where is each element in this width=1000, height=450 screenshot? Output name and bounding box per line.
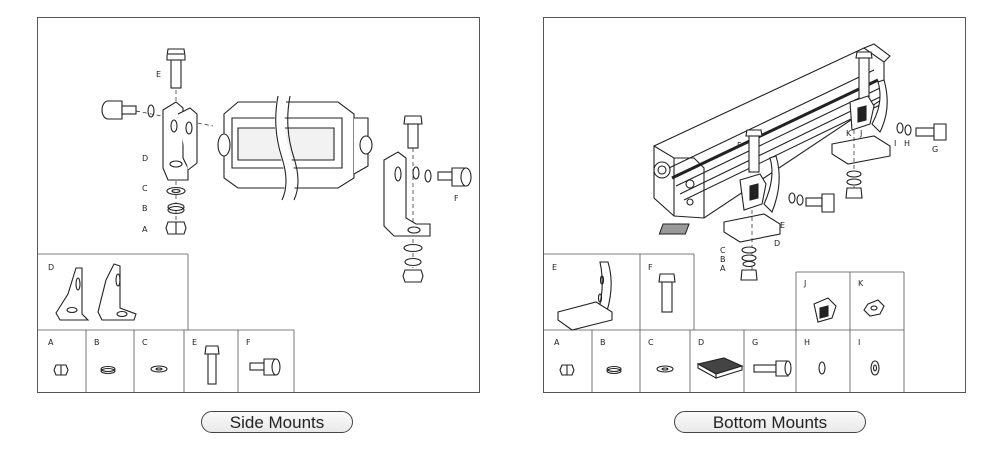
legend-label-j: J	[803, 279, 806, 288]
legend-label-e: E	[192, 338, 197, 347]
bottom-mounts-caption[interactable]: Bottom Mounts	[674, 411, 866, 433]
callout-a: A	[142, 225, 148, 234]
light-bar-illustration	[217, 95, 373, 203]
legend-washer-c-illustration	[656, 365, 674, 373]
callout-b: B	[142, 204, 148, 213]
callout-a: A	[720, 264, 726, 273]
lock-washer-b-illustration	[167, 202, 185, 215]
legend-bolt-f-illustration	[658, 273, 676, 313]
callout-j: J	[859, 129, 862, 138]
legend-label-b: B	[94, 338, 100, 347]
legend-label-g: G	[752, 338, 758, 347]
legend-label-i: I	[858, 338, 860, 347]
legend-spring-washer-h-illustration	[818, 361, 826, 375]
callout-i: I	[894, 139, 896, 148]
washer-c-illustration	[166, 186, 186, 196]
bracket-bottom-left-illustration	[658, 155, 781, 281]
callout-k: K	[846, 129, 852, 138]
callout-b: B	[720, 255, 726, 264]
legend-label-d: D	[698, 338, 704, 347]
legend-pad-d-illustration	[696, 357, 744, 379]
callout-c: C	[142, 184, 148, 193]
legend-label-a: A	[48, 338, 54, 347]
legend-label-c: C	[648, 338, 654, 347]
legend-square-nut-j-illustration	[813, 297, 837, 323]
legend-label-a: A	[554, 338, 560, 347]
callout-h: H	[904, 139, 910, 148]
bracket-right-illustration	[383, 151, 431, 237]
legend-bolt-f-illustration	[249, 358, 281, 376]
legend-label-f: F	[246, 338, 251, 347]
callout-e: E	[780, 221, 785, 230]
legend-bracket-e-illustration	[557, 261, 613, 331]
legend-bracket-d-illustration	[55, 263, 137, 321]
legend-washer-i-illustration	[870, 360, 880, 376]
side-mounts-caption[interactable]: Side Mounts	[201, 411, 353, 433]
legend-lock-washer-b-illustration	[606, 365, 622, 375]
legend-nut-k-illustration	[863, 299, 885, 317]
bottom-mounts-diagram: F K J I H G E D C B A E F J K A B C D G …	[544, 43, 947, 392]
bottom-mounts-panel: F K J I H G E D C B A E F J K A B C D G …	[543, 17, 966, 393]
bolt-f-top-left-illustration	[745, 129, 763, 173]
legend-lock-washer-b-illustration	[100, 365, 116, 375]
callout-f: F	[737, 141, 742, 150]
legend-label-e: E	[552, 263, 557, 272]
legend-label-f: F	[648, 263, 653, 272]
legend-label-k: K	[858, 279, 864, 288]
legend-label-d: D	[48, 263, 54, 272]
legend-bolt-g-illustration	[753, 360, 792, 377]
callout-f: F	[454, 194, 459, 203]
bolt-g-right-illustration	[896, 122, 947, 141]
bracket-bottom-right-illustration	[831, 79, 891, 199]
legend-label-h: H	[804, 338, 810, 347]
legend-bolt-e-illustration	[204, 345, 220, 385]
bracket-d-left-illustration	[162, 101, 198, 181]
bolt-g-left-illustration	[788, 192, 835, 213]
legend-label-b: B	[600, 338, 606, 347]
bolt-left-illustration	[101, 100, 214, 127]
callout-d: D	[774, 239, 780, 248]
callout-c: C	[720, 246, 726, 255]
side-mounts-panel: E D C B A F D A B C E F	[37, 17, 480, 393]
legend-washer-c-illustration	[150, 365, 168, 373]
light-bar-diagonal-illustration	[653, 43, 891, 219]
callout-e: E	[156, 70, 161, 79]
legend-label-c: C	[142, 338, 148, 347]
callout-d: D	[142, 154, 148, 163]
callout-g: G	[932, 145, 938, 154]
side-mounts-diagram: E D C B A F D A B C E F	[38, 48, 472, 392]
nut-a-illustration	[165, 221, 187, 235]
bolt-f-illustration	[412, 166, 472, 187]
